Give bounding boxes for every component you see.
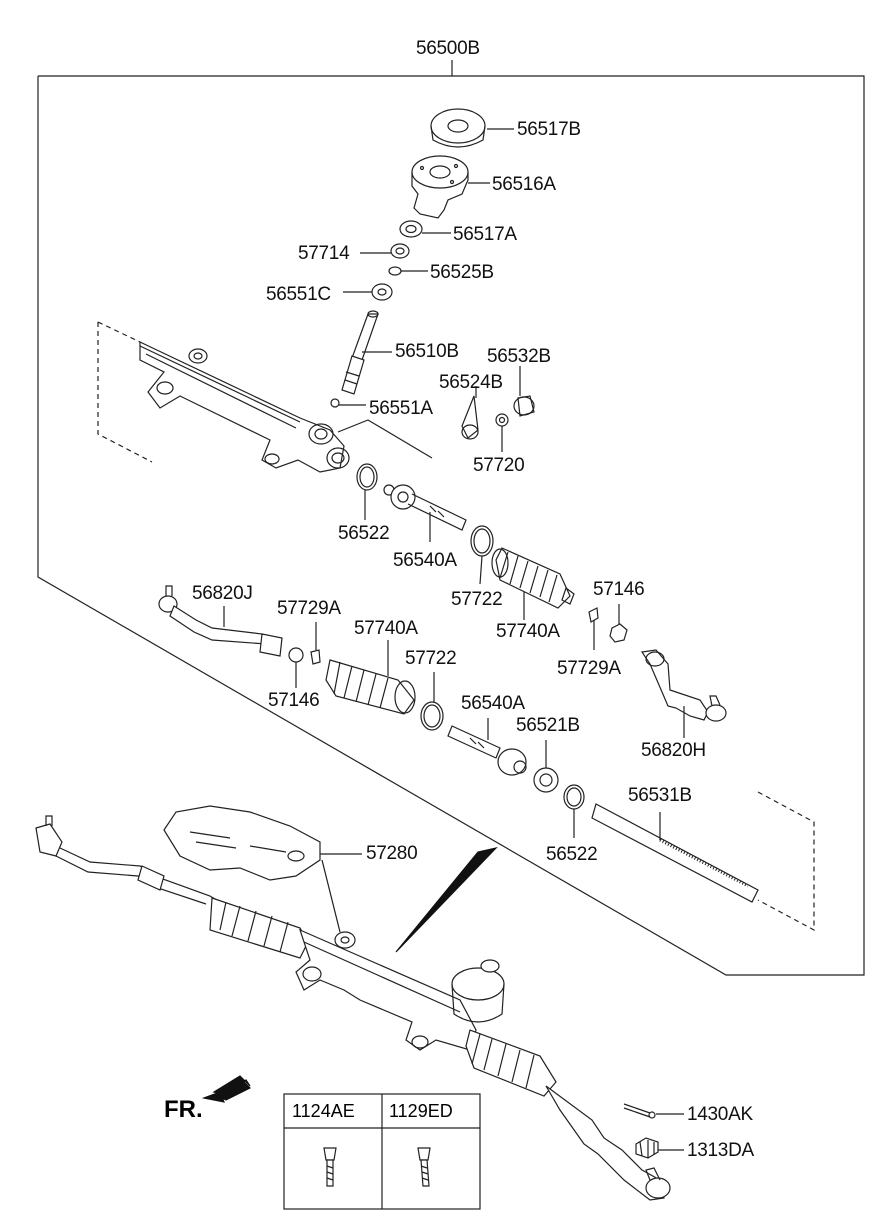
part-label-56820H: 56820H [641,740,706,761]
part-label-57740A-left: 57740A [354,618,418,639]
bearing-part [399,220,451,238]
part-label-56540A-upper: 56540A [393,550,457,571]
washer-part [360,243,410,259]
inner-tie-rod-part-2 [447,718,527,776]
fastener-table-col2-header: 1129ED [389,1101,453,1121]
clamp-part-1 [470,525,494,585]
part-label-57146-right: 57146 [593,579,645,600]
part-label-56540A-lower: 56540A [461,693,525,714]
tie-rod-end-part-left [158,585,283,657]
part-label-57146-left: 57146 [268,690,320,711]
rack-bar-part [591,791,815,932]
bolt-1124AE-icon [323,1147,337,1187]
front-direction-label: FR. [164,1096,203,1123]
part-label-56532B: 56532B [487,346,551,367]
oring-part-2 [563,784,585,838]
nut-part [343,283,393,301]
part-label-56820J: 56820J [192,583,253,604]
cotter-pin-part [623,1103,684,1119]
rack-housing-part [97,321,433,473]
castle-nut-part [635,1137,684,1159]
yoke-cap-part [513,366,535,417]
bellows-boot-part-2 [325,640,416,715]
part-label-57729A-left: 57729A [277,598,341,619]
part-label-56521B: 56521B [516,715,580,736]
part-label-57729A-right: 57729A [557,658,621,679]
heat-shield-part [163,805,362,933]
part-label-56522-upper: 56522 [338,523,390,544]
part-label-56522-lower: 56522 [546,844,598,865]
clip-part-1 [588,607,599,650]
part-label-1313DA: 1313DA [687,1140,754,1161]
part-label-56531B: 56531B [628,785,692,806]
clip-part-2 [310,622,321,665]
part-label-57280: 57280 [366,843,418,864]
snap-ring-part [388,266,428,276]
assembly-number-label: 56500B [416,38,480,59]
direction-wedge [395,846,498,953]
bolt-1129ED-icon [417,1147,431,1187]
tie-rod-end-part-right [640,649,727,738]
small-ring-part [330,398,366,408]
part-label-56516A: 56516A [492,174,556,195]
bellows-boot-part-1 [491,547,575,620]
pinion-housing-part [411,155,490,219]
part-label-56510B: 56510B [395,341,459,362]
fastener-table-col1-header: 1124AE [292,1101,355,1121]
part-label-56517A: 56517A [453,224,517,245]
front-arrow-icon [201,1075,252,1103]
part-label-56551A: 56551A [369,398,433,419]
part-label-56551C: 56551C [266,284,331,305]
part-label-56517B: 56517B [517,119,581,140]
part-label-57720: 57720 [473,455,525,476]
part-label-1430AK: 1430AK [687,1104,753,1125]
fastener-table [283,1093,481,1210]
oring-part-1 [356,463,378,520]
bushing-part [533,740,559,793]
bearing-cap-part [430,108,514,148]
assembled-steering-gear [35,815,671,1201]
part-label-57740A-right: 57740A [496,621,560,642]
part-label-57714: 57714 [298,243,350,264]
yoke-nut-part [495,413,509,452]
part-label-56524B: 56524B [439,372,503,393]
yoke-plug-part [461,386,479,440]
hex-nut-part-1 [609,604,628,643]
clamp-part-2 [420,672,444,731]
hex-nut-part-2 [288,647,304,688]
part-label-57722-lower: 57722 [405,648,457,669]
part-label-56525B: 56525B [430,262,494,283]
assembly-frame [37,60,865,976]
inner-tie-rod-part-1 [383,484,467,542]
pinion-shaft-part [341,310,392,395]
part-label-57722-upper: 57722 [451,589,503,610]
